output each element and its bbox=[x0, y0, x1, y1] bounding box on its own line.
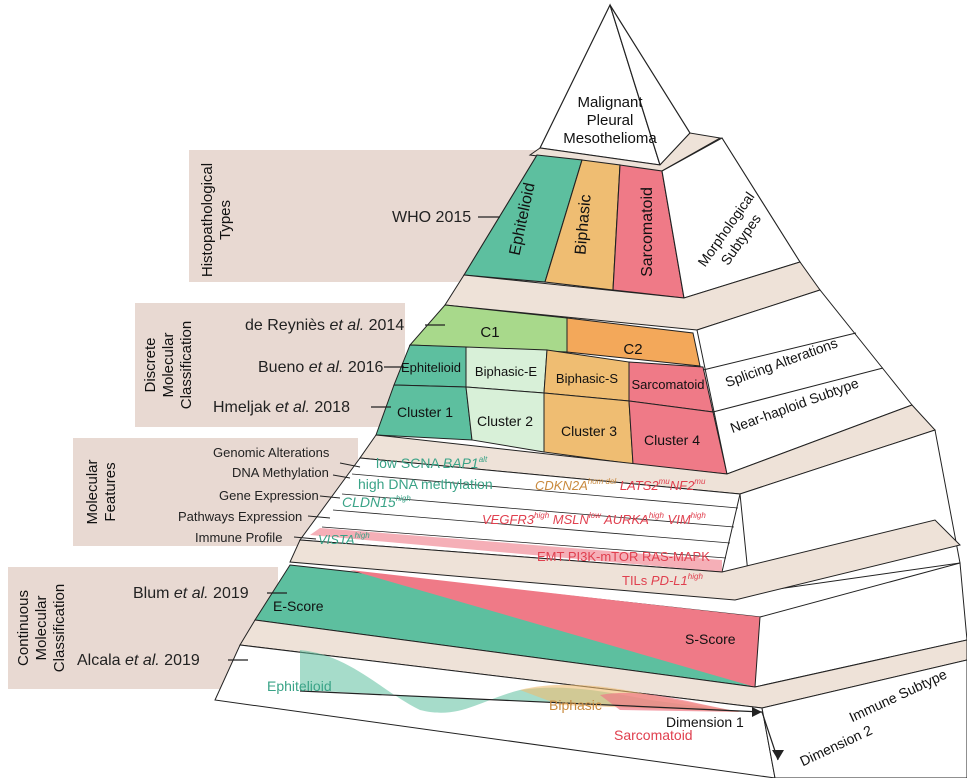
apex-line1: Malignant bbox=[577, 94, 643, 111]
bottom-epi: Ephitelioid bbox=[267, 678, 332, 694]
ref-blum: Blum et al. 2019 bbox=[133, 585, 249, 602]
label-cl1: Cluster 1 bbox=[397, 404, 453, 420]
feature-immune: Immune Profile bbox=[195, 530, 282, 545]
label-b-bips: Biphasic-S bbox=[556, 371, 618, 386]
discrete-box bbox=[135, 303, 405, 427]
apex-line2: Pleural bbox=[587, 112, 634, 129]
label-c2: C2 bbox=[623, 341, 642, 358]
discrete-label-1: Discrete bbox=[142, 337, 159, 392]
label-c1: C1 bbox=[480, 324, 499, 341]
continuous-label-1: Continuous bbox=[15, 590, 32, 666]
ref-alcala: Alcala et al. 2019 bbox=[77, 652, 200, 669]
ref-dereynies: de Reyniès et al. 2014 bbox=[245, 317, 404, 334]
label-b-sar: Sarcomatoid bbox=[632, 377, 705, 392]
label-cl4: Cluster 4 bbox=[644, 432, 700, 448]
apex-line3: Mesothelioma bbox=[563, 130, 657, 147]
continuous-label-2: Molecular bbox=[33, 595, 50, 660]
ref-hmeljak: Hmeljak et al. 2018 bbox=[213, 399, 350, 416]
feat-f3: high DNA methylation bbox=[358, 476, 493, 492]
feat-f6: VISTAhigh bbox=[318, 531, 370, 547]
feature-gene: Gene Expression bbox=[219, 488, 319, 503]
label-escore: E-Score bbox=[273, 598, 324, 614]
molecular-label-1: Molecular bbox=[84, 459, 101, 524]
label-b-epi: Ephitelioid bbox=[401, 360, 461, 375]
feat-f1: low SCNA BAP1alt bbox=[376, 455, 488, 471]
bottom-sar: Sarcomatoid bbox=[614, 727, 693, 743]
label-cl2: Cluster 2 bbox=[477, 413, 533, 429]
discrete-label-2: Molecular bbox=[160, 332, 177, 397]
label-b-bipe: Biphasic-E bbox=[475, 364, 537, 379]
feature-dna: DNA Methylation bbox=[232, 465, 329, 480]
ref-bueno: Bueno et al. 2016 bbox=[258, 359, 384, 376]
feat-f5: VEGFR3high MSLNlow AURKAhigh VIMhigh bbox=[482, 511, 706, 527]
label-sscore: S-Score bbox=[685, 631, 736, 647]
histo-sar: Sarcomatoid bbox=[639, 187, 656, 277]
feat-f8: TILs PD-L1high bbox=[622, 572, 703, 588]
continuous-label-3: Classification bbox=[51, 584, 68, 672]
spacer-1 bbox=[528, 132, 722, 173]
dim1-axis bbox=[299, 690, 763, 713]
feat-f2: CDKN2Ahom del LATS2muNF2mu bbox=[535, 477, 706, 493]
histo-label-2: Types bbox=[217, 200, 234, 240]
label-cl3: Cluster 3 bbox=[561, 423, 617, 439]
feature-pathways: Pathways Expression bbox=[178, 509, 302, 524]
histo-bip: Biphasic bbox=[572, 194, 594, 256]
spacer-4 bbox=[289, 519, 961, 601]
molecular-label-2: Features bbox=[102, 462, 119, 521]
bottom-bip: Biphasic bbox=[549, 697, 602, 713]
sscore-band bbox=[350, 570, 760, 687]
bottom-side bbox=[761, 659, 967, 778]
feat-f4: CLDN15high bbox=[342, 494, 411, 510]
histo-label-1: Histopathological bbox=[199, 163, 216, 277]
bottom-dim1: Dimension 1 bbox=[666, 714, 744, 730]
discrete-label-3: Classification bbox=[178, 321, 195, 409]
cell-c2 bbox=[566, 317, 701, 367]
sar-density bbox=[600, 692, 740, 712]
feature-genomic: Genomic Alterations bbox=[213, 445, 330, 460]
ref-who: WHO 2015 bbox=[392, 209, 471, 226]
feat-f7: EMT PI3K-mTOR RAS-MAPK bbox=[537, 549, 710, 564]
